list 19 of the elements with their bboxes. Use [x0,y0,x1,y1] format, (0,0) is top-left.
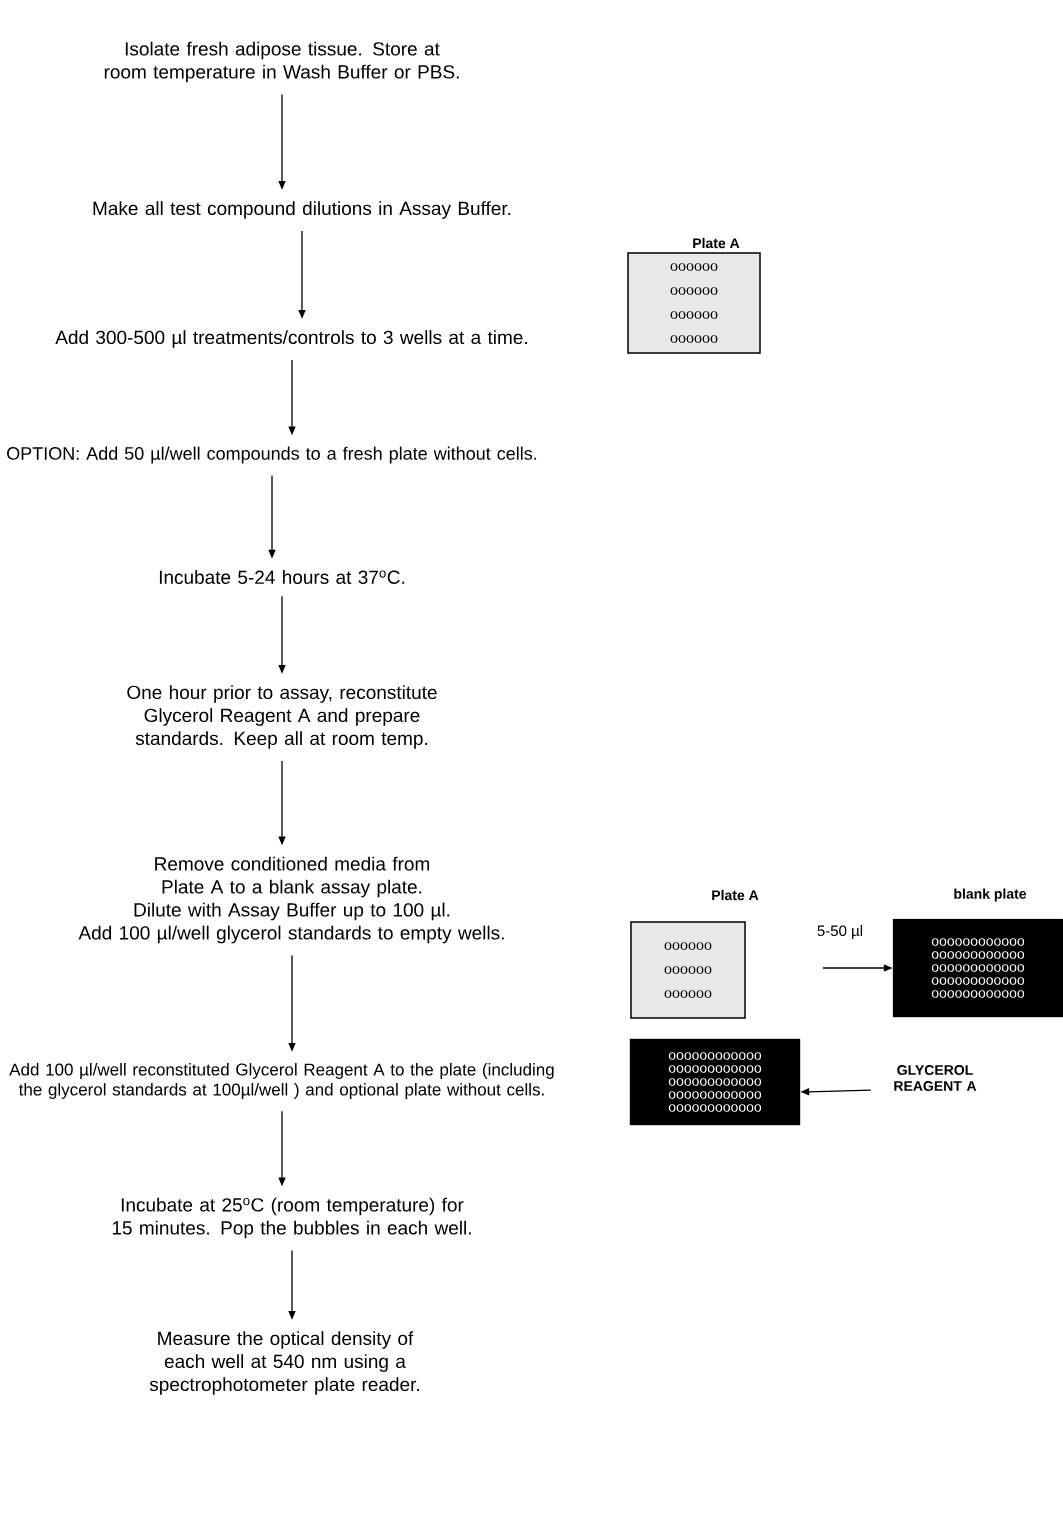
step-text: Add 300-500 µl treatments/controls to 3 wells at a time. [55,330,527,348]
step-text: Isolate fresh adipose tissue. Store at room temperature in Wash Buffer or PBS. [104,41,459,83]
step-text: Measure the optical density of each well at 540 nm using a spectrophotometer plate reader. [149,1331,419,1395]
step-text: Make all test compound dilutions in Assay Buffer. [93,201,511,219]
plate-label: Plate A [712,889,759,901]
step-text: Add 100 µl/well reconstituted Glycerol Reagent A to the plate (including the glycerol standards at 100µl/well ) and optional plate without cells. [9,1063,554,1099]
reagent-label: GLYCEROL REAGENT A [894,1065,977,1091]
step-text: Incubate 5-24 hours at 37$^{o}$C. [159,570,405,584]
step-text: OPTION: Add 50 µl/well compounds to a fresh plate without cells. [7,446,537,464]
well-plate: oooooo oooooo oooooo oooooo [627,252,761,354]
well-plate: oooooooooooo oooooooooooo oooooooooooo oooooooooooo oooooooooooo [892,918,1063,1018]
edge-label: 5-50 µl [815,924,865,940]
well-plate: oooooo oooooo oooooo [630,921,746,1019]
plate-label: blank plate [954,888,1027,902]
step-text: Remove conditioned media from Plate A to a blank assay plate. Dilute with Assay Buffer up to 100 µl. Add 100 µl/well glycerol standards to empty wells. [78,856,504,944]
plate-label: Plate A [693,237,740,249]
well-plate: oooooooooooo oooooooooooo oooooooooooo oooooooooooo oooooooooooo [629,1038,801,1126]
step-text: One hour prior to assay, reconstitute Glycerol Reagent A and prepare standards. Keep all at room temp. [127,685,437,749]
step-text: Incubate at 25$^{o}$C (room temperature) for 15 minutes. Pop the bubbles in each well. [112,1197,471,1239]
